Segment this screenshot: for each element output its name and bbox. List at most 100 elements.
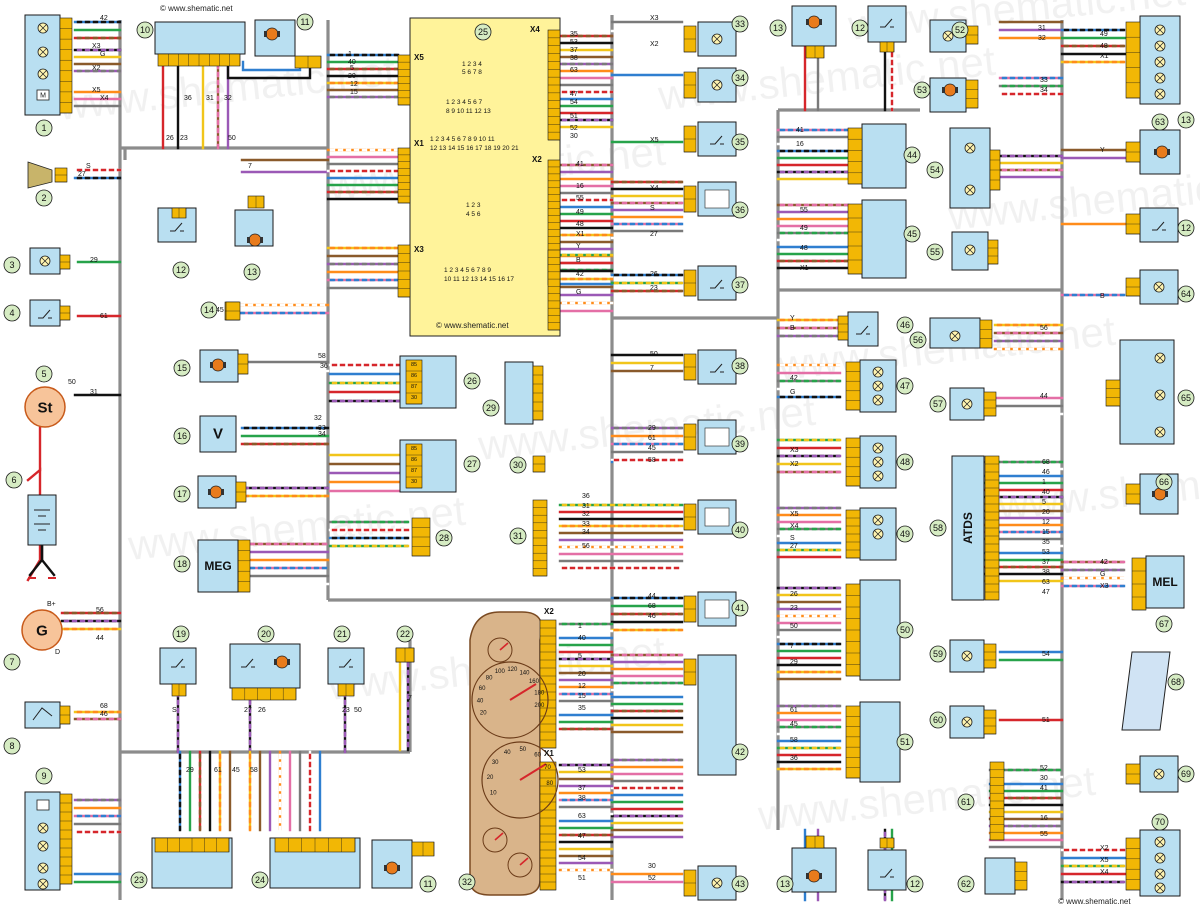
motor-icon <box>211 358 225 372</box>
component-number-badge <box>35 767 53 785</box>
component-number-label: 12 <box>176 265 186 275</box>
wire-label: 33 <box>318 425 326 432</box>
component-number-badge <box>896 621 914 639</box>
wire <box>226 58 312 80</box>
wire-label: 16 <box>796 141 804 148</box>
wire-label: G <box>1100 571 1105 578</box>
switch-icon <box>710 135 724 145</box>
component-box <box>861 123 907 189</box>
component-number-label: 27 <box>467 459 477 469</box>
component-box <box>697 654 737 776</box>
wire-label: X4 <box>100 95 109 102</box>
component-number-badge <box>906 875 924 893</box>
component-number-badge <box>769 19 787 37</box>
wire-label: 38 <box>578 795 586 802</box>
wire-label: X5 <box>790 511 799 518</box>
wire-label: 38 <box>570 55 578 62</box>
component-box <box>847 311 879 347</box>
component-number-label: 60 <box>933 715 943 725</box>
meg-module: MEG <box>197 539 239 593</box>
component-number-label: 58 <box>933 523 943 533</box>
ecu-connector-label: X1 <box>414 139 424 148</box>
generator: G B+ D <box>21 601 63 656</box>
gauge-needle <box>509 683 537 701</box>
component-number-label: 33 <box>735 19 745 29</box>
lamp-cross <box>39 842 47 850</box>
component-box <box>697 349 737 385</box>
wire-label: 36 <box>582 493 590 500</box>
component-number-label: 34 <box>735 73 745 83</box>
lamp-cross <box>1155 770 1163 778</box>
motor-icon <box>248 233 262 247</box>
motor-icon <box>1155 145 1169 159</box>
lamp-cross <box>966 144 974 152</box>
wire-label: 41 <box>796 127 804 134</box>
connector <box>1125 837 1141 891</box>
wire-label: X2 <box>790 461 799 468</box>
lamp-cross <box>39 70 47 78</box>
wire-label: G <box>790 389 795 396</box>
wire-label: 7 <box>408 695 412 702</box>
component-number-badge <box>731 875 749 893</box>
component-number-badge <box>929 711 947 729</box>
gauge-dial <box>481 741 559 819</box>
component-number-badge <box>731 15 749 33</box>
component-number-badge <box>1155 473 1173 491</box>
wire-label: 52 <box>1040 765 1048 772</box>
wire-label: 46 <box>648 613 656 620</box>
component-number-badge <box>1167 673 1185 691</box>
component-number-label: 29 <box>486 403 496 413</box>
module-inner <box>704 189 730 209</box>
motor-icon <box>807 15 821 29</box>
component-box <box>1119 339 1175 445</box>
component-number-label: 14 <box>204 305 214 315</box>
gauge-dial <box>471 661 549 739</box>
connector <box>1125 21 1141 99</box>
ecu-pin-grid-row: 1 2 3 4 5 6 7 <box>446 99 483 106</box>
wire-label: 44 <box>1040 393 1048 400</box>
wire-label: 32 <box>582 511 590 518</box>
lamp-cross <box>874 516 882 524</box>
component-box <box>859 579 901 681</box>
component-number-label: 24 <box>255 875 265 885</box>
watermark-ecu: © www.shematic.net <box>436 321 509 330</box>
connector <box>983 709 997 735</box>
wire-label: 15 <box>1042 529 1050 536</box>
wire-label: S <box>650 205 655 212</box>
component-number-label: 12 <box>910 879 920 889</box>
relay-pin-label: 85 <box>411 446 417 452</box>
component-number-badge <box>173 555 191 573</box>
component-number-badge <box>3 256 21 274</box>
component-number-badge <box>35 365 53 383</box>
wire-label: 12 <box>350 81 358 88</box>
component-number-badge <box>1177 111 1195 129</box>
component-box <box>327 647 365 685</box>
component-number-label: 30 <box>513 460 523 470</box>
component-number-badge <box>251 871 269 889</box>
wire-label: 63 <box>570 67 578 74</box>
component-number-badge <box>903 146 921 164</box>
lamp-cross <box>713 81 721 89</box>
wire-label: 54 <box>570 99 578 106</box>
lamp-cross <box>41 257 49 265</box>
switch-icon <box>241 658 255 668</box>
component-number-badge <box>731 435 749 453</box>
relay-pin-label: 30 <box>411 479 417 485</box>
wire-label: 27 <box>78 171 86 178</box>
component-number-label: 35 <box>735 137 745 147</box>
component-number-label: 63 <box>1155 117 1165 127</box>
tachometer-tick-label: 80 <box>546 781 553 787</box>
lamp-cross <box>963 718 971 726</box>
tachometer-tick-label: 70 <box>544 765 551 771</box>
wire-label: X5 <box>1100 857 1109 864</box>
ecu-pin-grid-row: 12 13 14 15 16 17 18 19 20 21 <box>430 145 519 152</box>
wire-label: S <box>172 707 177 714</box>
wire-label: X4 <box>1100 869 1109 876</box>
speedometer-tick-label: 80 <box>486 675 493 681</box>
lamp-cross <box>1156 854 1164 862</box>
component-box <box>867 849 907 891</box>
wire-label: 12 <box>578 683 586 690</box>
speedometer-tick-label: 140 <box>519 671 530 677</box>
component-number-badge <box>1151 113 1169 131</box>
atds-label: ATDS <box>961 512 975 544</box>
